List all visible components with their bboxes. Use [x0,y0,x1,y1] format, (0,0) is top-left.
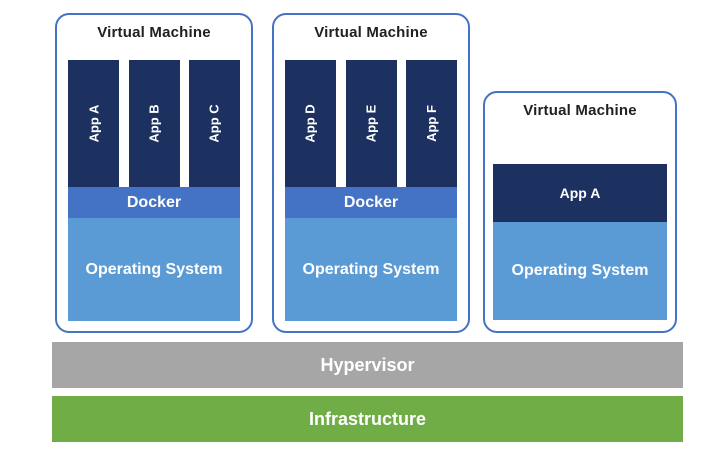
vm2-apps-row: App D App E App F [285,60,457,187]
vm-box-1: Virtual Machine App A App B App C Docker… [55,13,253,333]
infrastructure-layer: Infrastructure [52,396,683,442]
vm1-apps-row: App A App B App C [68,60,240,187]
vm1-title: Virtual Machine [97,24,211,41]
vm3-title: Virtual Machine [523,102,637,119]
vm1-app-a-label: App A [85,104,101,143]
vm1-docker-layer: Docker [68,187,240,218]
vm1-os-layer: Operating System [68,218,240,321]
vm2-docker-layer: Docker [285,187,457,218]
vm1-app-c-label: App C [207,104,222,143]
vm2-app-e-label: App E [363,104,379,143]
vm2-app-bar-f: App F [406,60,457,187]
vm3-os-layer: Operating System [493,222,667,320]
vm1-app-b-label: App B [146,104,162,143]
vm1-app-bar-b: App B [128,60,180,187]
vm2-app-bar-e: App E [345,60,397,187]
vm2-app-bar-d: App D [285,60,336,187]
vm-box-2: Virtual Machine App D App E App F Docker… [272,13,470,333]
hypervisor-layer: Hypervisor [52,342,683,388]
vm-box-3: Virtual Machine App A Operating System [483,91,677,333]
vm1-app-bar-a: App A [68,60,119,187]
vm1-app-bar-c: App C [189,60,240,187]
vm3-app-bar-a: App A [493,164,667,222]
vm2-app-f-label: App F [423,105,439,142]
vm2-os-layer: Operating System [285,218,457,321]
vm2-app-d-label: App D [303,104,318,143]
vm2-title: Virtual Machine [314,24,428,41]
